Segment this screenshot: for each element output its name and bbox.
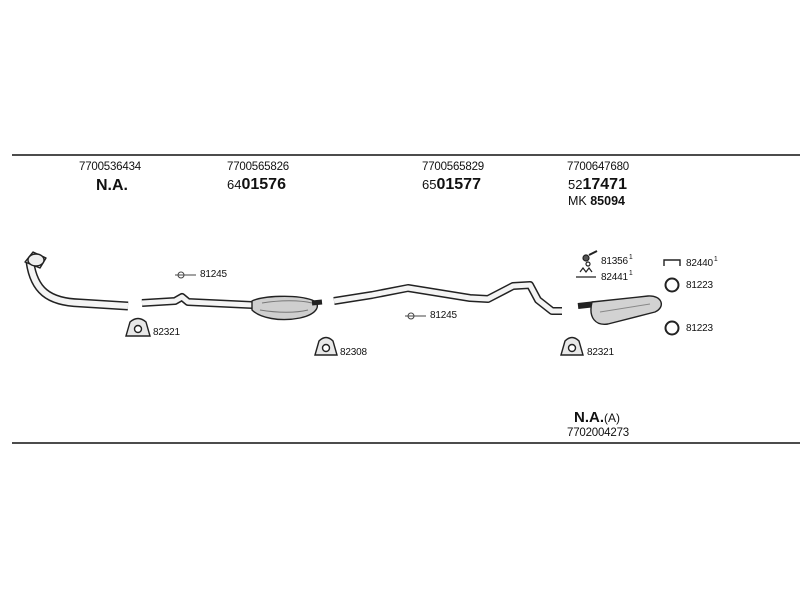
spring-number: 82441 bbox=[601, 272, 628, 283]
middle-pipe bbox=[333, 281, 562, 315]
gasket-mid-label: 81245 bbox=[430, 310, 457, 321]
group2-number: 01576 bbox=[241, 176, 286, 193]
clamp-right-label: 82321 bbox=[587, 347, 614, 358]
footer-na: N.A. bbox=[574, 409, 604, 426]
clamp-mid-icon bbox=[314, 336, 338, 356]
group3-part: 6501577 bbox=[422, 177, 481, 193]
hanger-number: 82440 bbox=[686, 258, 713, 269]
group4-mk-prefix: MK bbox=[568, 194, 587, 208]
clamp-left-label: 82321 bbox=[153, 327, 180, 338]
bolt-kit-icon bbox=[582, 250, 598, 267]
ring-top-icon bbox=[664, 277, 680, 293]
group2-prefix: 64 bbox=[227, 177, 242, 192]
footer-oem: 7702004273 bbox=[567, 427, 629, 439]
ring-top-label: 81223 bbox=[686, 280, 713, 291]
gasket-mid-icon bbox=[405, 312, 426, 320]
front-silencer bbox=[141, 293, 323, 321]
spring-icon bbox=[576, 267, 596, 278]
clamp-right-icon bbox=[560, 336, 584, 356]
group1-oem: 7700536434 bbox=[79, 161, 141, 173]
hanger-label: 824401 bbox=[686, 256, 718, 269]
group2-part: 6401576 bbox=[227, 177, 286, 193]
spring-label: 824411 bbox=[601, 270, 633, 283]
group4-prefix: 52 bbox=[568, 177, 583, 192]
group4-mk: MK 85094 bbox=[568, 195, 625, 208]
hanger-sup: 1 bbox=[713, 256, 718, 263]
hanger-icon bbox=[663, 259, 681, 266]
group4-mk-number: 85094 bbox=[590, 194, 625, 208]
bolt-kit-label: 813561 bbox=[601, 254, 633, 267]
group3-prefix: 65 bbox=[422, 177, 437, 192]
gasket-front-label: 81245 bbox=[200, 269, 227, 280]
gasket-front-icon bbox=[175, 271, 196, 279]
group4-oem: 7700647680 bbox=[567, 161, 629, 173]
bolt-kit-sup: 1 bbox=[628, 254, 633, 261]
rear-muffler bbox=[577, 295, 663, 325]
footer-main: N.A.(A) bbox=[574, 410, 620, 425]
bolt-kit-number: 81356 bbox=[601, 256, 628, 267]
ring-bottom-label: 81223 bbox=[686, 323, 713, 334]
front-pipe bbox=[24, 251, 129, 311]
group3-number: 01577 bbox=[436, 176, 481, 193]
clamp-mid-label: 82308 bbox=[340, 347, 367, 358]
footer-suffix: (A) bbox=[604, 411, 620, 425]
group1-main: N.A. bbox=[96, 177, 128, 194]
group4-number: 17471 bbox=[582, 176, 627, 193]
group2-oem: 7700565826 bbox=[227, 161, 289, 173]
spring-sup: 1 bbox=[628, 270, 633, 277]
group4-part: 5217471 bbox=[568, 177, 627, 193]
group3-oem: 7700565829 bbox=[422, 161, 484, 173]
ring-bottom-icon bbox=[664, 320, 680, 336]
clamp-left-icon bbox=[125, 317, 151, 337]
